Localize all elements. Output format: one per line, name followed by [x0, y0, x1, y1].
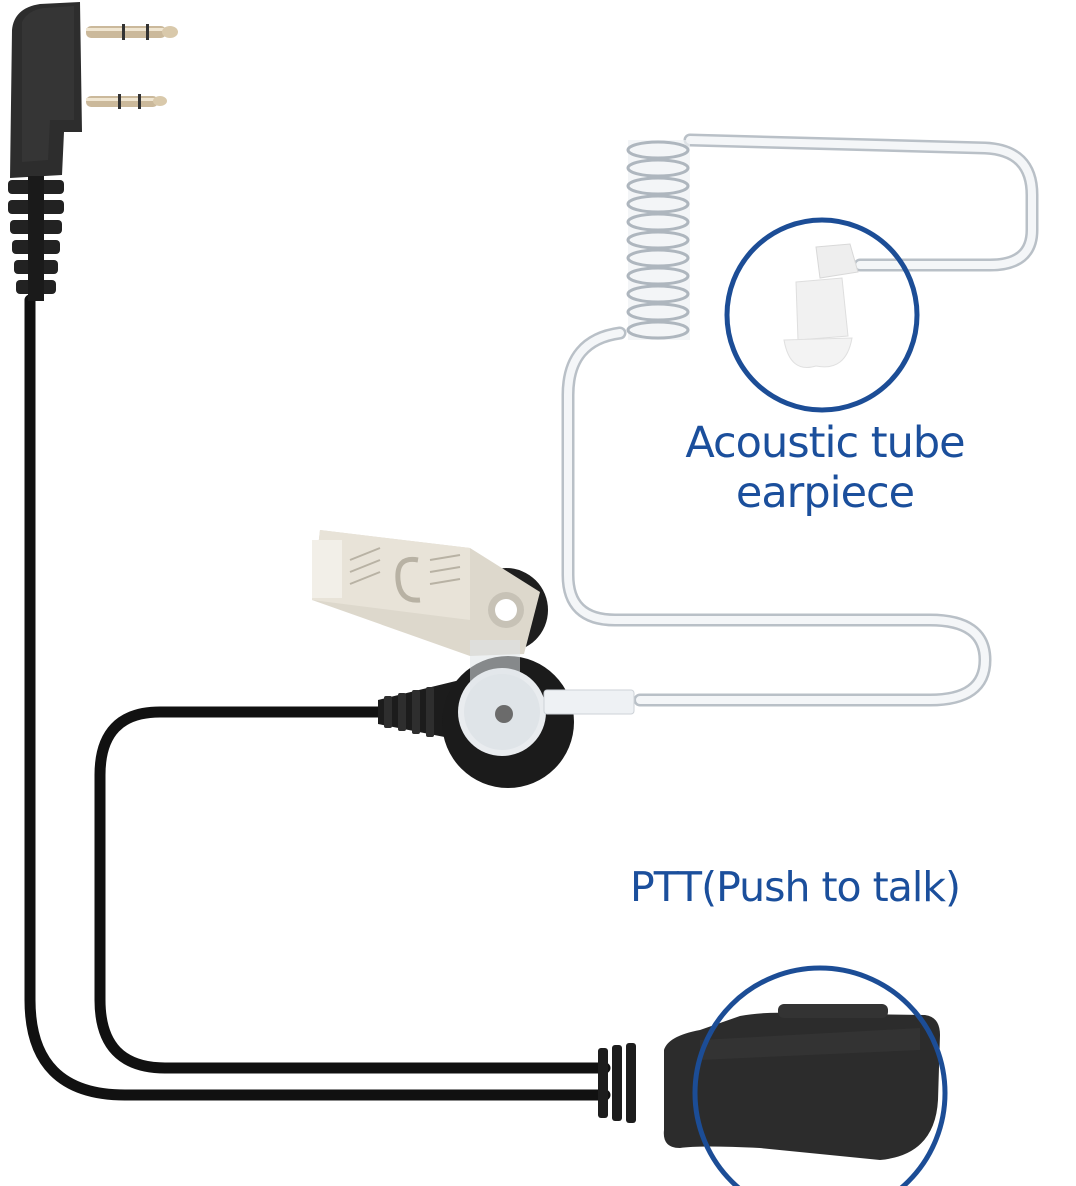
earpiece-highlight-circle [724, 217, 920, 413]
acoustic-label-line2: earpiece [735, 468, 915, 518]
earpiece-callout [724, 217, 920, 413]
acoustic-tube [561, 133, 1039, 707]
acoustic-label-line1: Acoustic tube [685, 418, 965, 468]
ptt-label: PTT(Push to talk) [630, 863, 961, 911]
speaker-connector-icon [378, 640, 635, 788]
ptt-highlight-circle [692, 965, 948, 1186]
two-pin-plug-icon [8, 2, 178, 301]
black-cable [24, 294, 611, 1101]
ptt-button-icon[interactable] [598, 965, 948, 1186]
belt-clip-icon [312, 530, 548, 656]
coiled-tube [626, 140, 690, 340]
acoustic-tube-earpiece-label: Acoustic tube earpiece [660, 418, 990, 518]
